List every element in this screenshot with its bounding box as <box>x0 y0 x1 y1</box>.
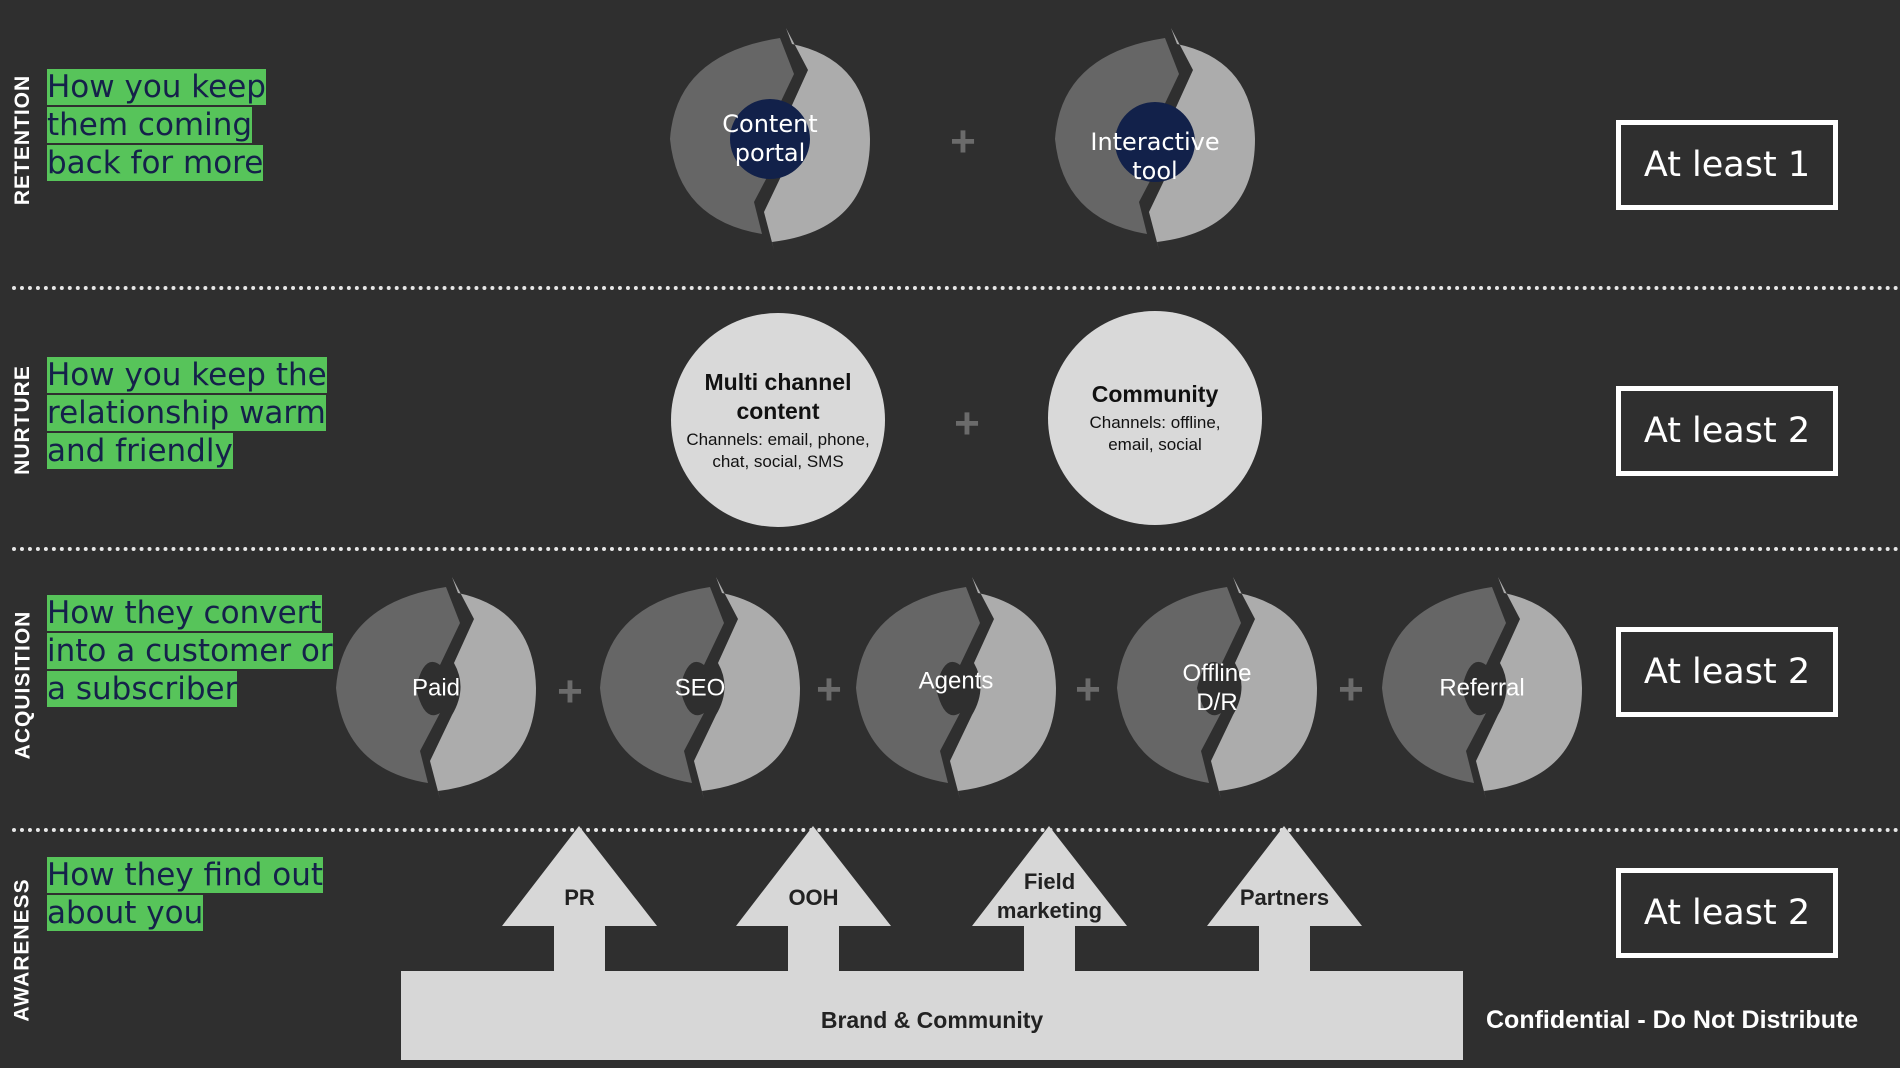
up-arrow-icon <box>502 826 657 986</box>
up-arrow-icon <box>736 826 891 986</box>
awareness-label: AWARENESS <box>11 878 35 1022</box>
acquisition-description-text: How they convert into a customer or a su… <box>47 595 333 707</box>
arrow-ooh: OOH <box>736 826 891 986</box>
retention-description-text: How you keep them coming back for more <box>47 69 266 181</box>
requirement-box-nurture: At least 2 <box>1616 386 1838 476</box>
bubble-channels: Channels: offline, email, social <box>1089 413 1221 454</box>
cycle-label: Content portal <box>722 110 818 167</box>
arrow-label: OOH <box>788 885 839 910</box>
acquisition-description: How they convert into a customer or a su… <box>47 594 342 708</box>
divider <box>12 286 1900 290</box>
acquisition-label: ACQUISITION <box>11 610 35 760</box>
up-arrow-icon <box>1207 826 1362 986</box>
cycle-seo: SEO <box>592 573 808 803</box>
divider <box>12 547 1900 551</box>
arrow-label: Field marketing <box>996 869 1103 923</box>
cycle-label: Offline D/R <box>1182 660 1252 716</box>
cycle-label: Interactive tool <box>1090 128 1220 186</box>
cycle-offline-dr: Offline D/R <box>1109 573 1325 803</box>
plus-icon: + <box>1075 665 1101 714</box>
awareness-description-text: How they find out about you <box>47 857 324 931</box>
plus-icon: + <box>557 667 583 716</box>
cycle-label: Paid <box>411 674 461 702</box>
retention-label: RETENTION <box>11 74 34 206</box>
bubble-community: Community Channels: offline, email, soci… <box>1048 311 1262 525</box>
arrow-pr: PR <box>502 826 657 986</box>
cycle-interactive-tool: Interactive tool <box>1047 24 1263 254</box>
divider <box>12 828 1900 832</box>
plus-icon: + <box>950 117 976 166</box>
bubble-title: Community <box>1091 381 1219 407</box>
retention-description: How you keep them coming back for more <box>47 68 287 182</box>
awareness-description: How they find out about you <box>47 856 347 932</box>
requirement-box-retention: At least 1 <box>1616 120 1838 210</box>
bubble-channels: Channels: email, phone, chat, social, SM… <box>686 429 870 471</box>
arrow-partners: Partners <box>1207 826 1362 986</box>
requirement-box-acquisition: At least 2 <box>1616 627 1838 717</box>
plus-icon: + <box>816 665 842 714</box>
nurture-label: NURTURE <box>11 365 35 475</box>
requirement-box-awareness: At least 2 <box>1616 868 1838 958</box>
row-label-retention: RETENTION <box>8 60 38 220</box>
row-label-nurture: NURTURE <box>8 350 38 490</box>
cycle-referral: Referral <box>1374 573 1590 803</box>
cycle-content-portal: Content portal <box>662 24 878 254</box>
brand-community-base: Brand & Community <box>401 971 1463 1060</box>
cycle-icon <box>1047 24 1263 254</box>
plus-icon: + <box>954 399 980 448</box>
row-label-acquisition: ACQUISITION <box>8 600 38 770</box>
cycle-label: SEO <box>674 674 726 702</box>
plus-icon: + <box>1338 665 1364 714</box>
arrow-label: PR <box>564 885 595 910</box>
cycle-paid: Paid <box>328 573 544 803</box>
cycle-agents: Agents <box>848 573 1064 803</box>
confidential-footer: Confidential - Do Not Distribute <box>1486 1006 1859 1034</box>
cycle-label: Referral <box>1439 674 1525 702</box>
nurture-description-text: How you keep the relationship warm and f… <box>47 357 327 469</box>
arrow-label: Partners <box>1239 885 1330 910</box>
arrow-field-marketing: Field marketing <box>972 826 1127 986</box>
cycle-label: Agents <box>918 667 994 695</box>
bubble-title: Multi channel content <box>704 368 852 424</box>
row-label-awareness: AWARENESS <box>8 870 38 1030</box>
up-arrow-icon <box>972 826 1127 986</box>
nurture-description: How you keep the relationship warm and f… <box>47 356 347 470</box>
cycle-icon <box>662 24 878 254</box>
bubble-multi-channel-content: Multi channel content Channels: email, p… <box>671 313 885 527</box>
